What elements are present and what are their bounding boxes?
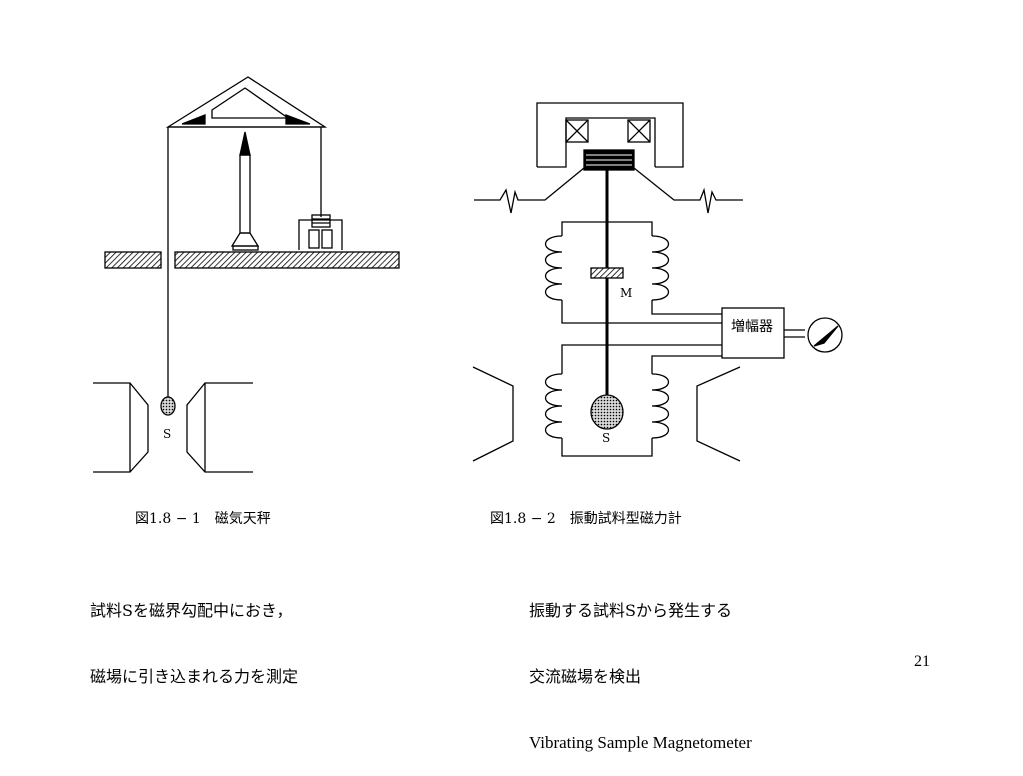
sample-right: [590, 394, 624, 430]
page-number: 21: [914, 653, 930, 670]
amplifier-label: 増幅器: [731, 319, 773, 335]
pole-piece-right: [186, 382, 253, 473]
vsm-diagram: [472, 102, 843, 462]
figure-caption-left: 図1.8 − 1 磁気天秤: [135, 511, 271, 527]
sample-label-right: S: [602, 431, 610, 445]
pole-piece-left: [93, 382, 149, 473]
spring-right: [633, 167, 743, 214]
pickup-coils: [544, 344, 722, 457]
balance-beam: [165, 76, 328, 128]
figure-caption-right: 図1.8 − 2 振動試料型磁力計: [490, 511, 682, 527]
pole-piece-left-vsm: [472, 366, 514, 462]
pole-piece-right-vsm: [696, 366, 741, 462]
spring-left: [474, 167, 585, 214]
table-left: [104, 251, 162, 269]
balance-pointer: [230, 131, 260, 251]
description-right: 振動する試料Sから発生する 交流磁場を検出 Vibrating Sample M…: [529, 556, 752, 776]
description-right-english: Vibrating Sample Magnetometer: [529, 733, 752, 752]
sample-left: [160, 396, 176, 416]
drive-unit: [536, 102, 684, 171]
description-left: 試料Sを磁界勾配中におき， 磁場に引き込まれる力を測定: [90, 556, 298, 710]
description-left-line-1: 試料Sを磁界勾配中におき，: [90, 601, 293, 620]
sample-label-left: S: [163, 427, 171, 441]
description-right-line-2: 交流磁場を検出: [529, 667, 642, 686]
magnet-label: M: [620, 286, 632, 300]
amplifier-box: [721, 307, 785, 359]
table-right: [174, 251, 400, 269]
meter-gauge: [807, 317, 843, 353]
figures-canvas: S: [93, 76, 843, 473]
description-right-line-1: 振動する試料Sから発生する: [529, 601, 732, 620]
description-left-line-2: 磁場に引き込まれる力を測定: [90, 667, 299, 686]
reference-coils: [544, 221, 722, 324]
counterweight: [298, 127, 343, 250]
reference-magnet: [590, 267, 624, 279]
magnetic-balance-diagram: [93, 76, 400, 473]
